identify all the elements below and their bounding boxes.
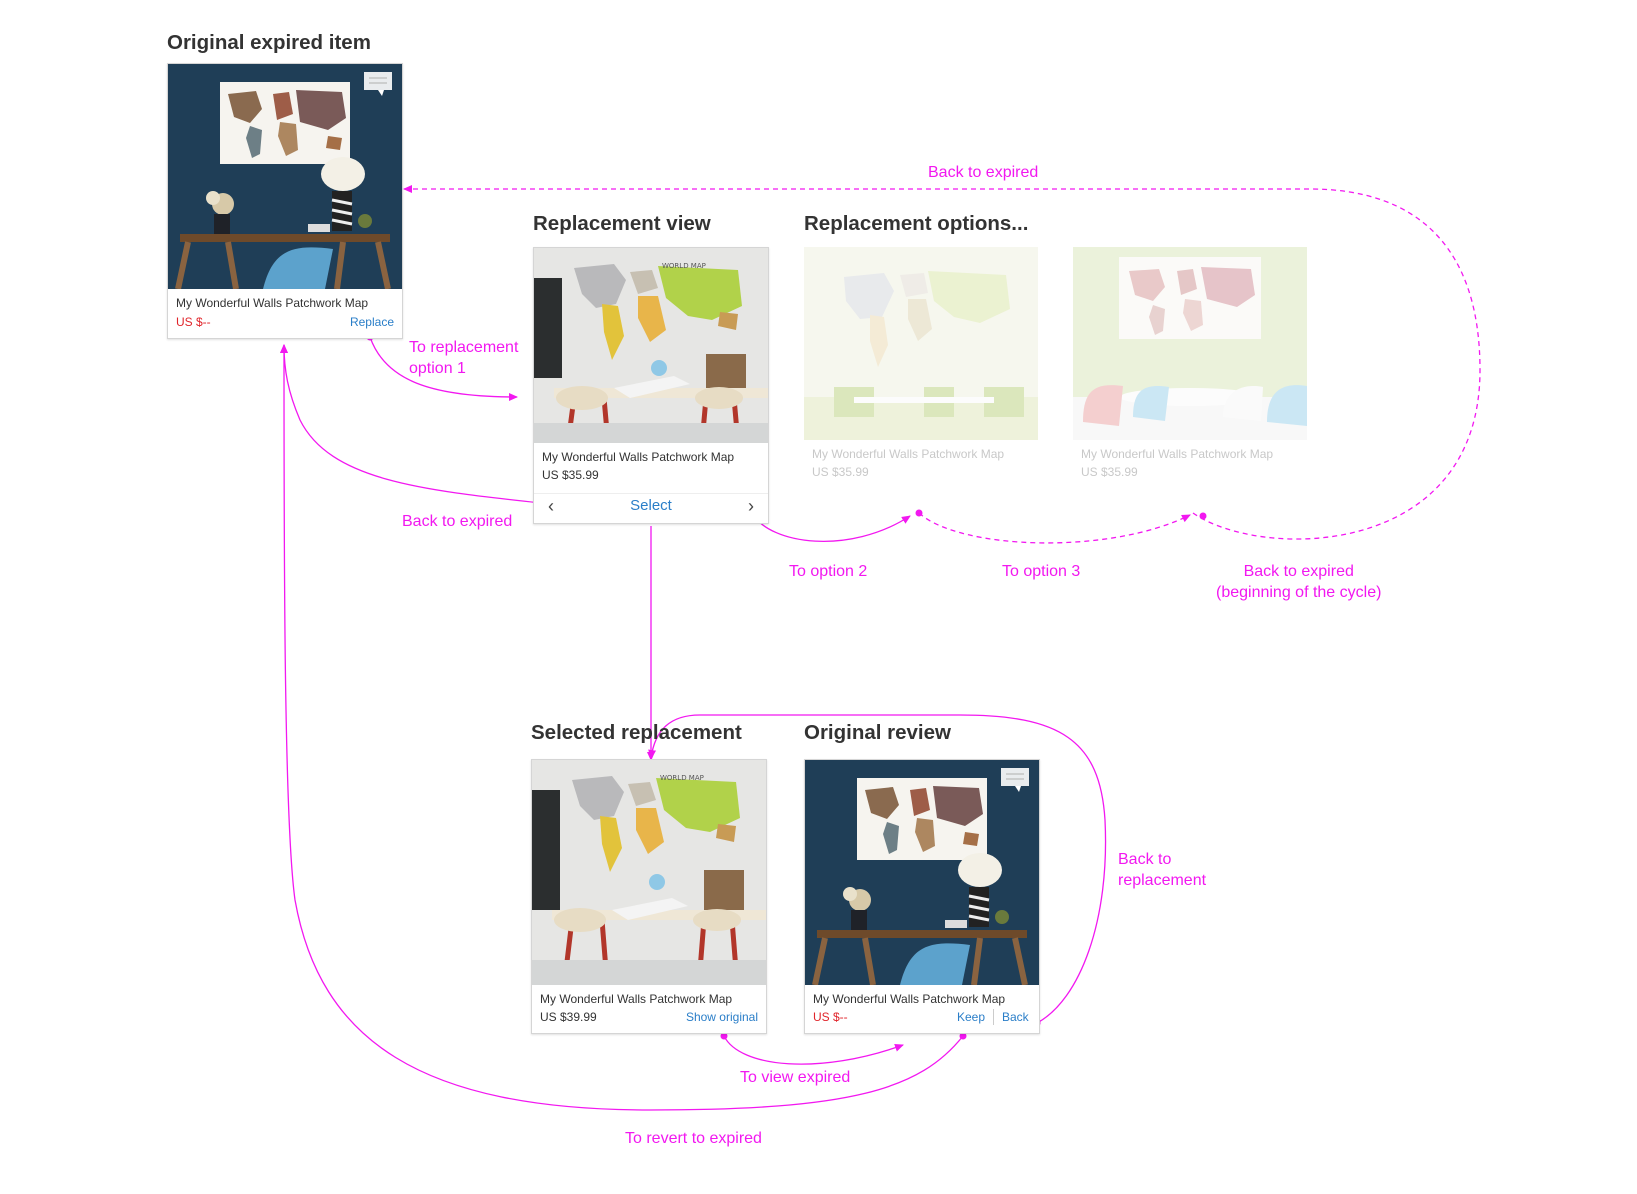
carousel-nav: ‹ Select ›	[534, 493, 768, 520]
item-title: My Wonderful Walls Patchwork Map	[1081, 447, 1274, 461]
annotation-to-revert-to-expired: To revert to expired	[625, 1130, 762, 1147]
item-price: US $--	[813, 1010, 848, 1024]
replacement-option-3-card[interactable]: My Wonderful Walls Patchwork Map US $35.…	[1073, 247, 1307, 487]
replacement-option-2-card[interactable]: My Wonderful Walls Patchwork Map US $35.…	[804, 247, 1038, 487]
annotation-back-to-expired-left: Back to expired	[402, 513, 513, 530]
chevron-right-icon[interactable]: ›	[748, 496, 754, 516]
annotation-line: Back to	[1118, 851, 1172, 868]
kids-world-map-classroom-photo[interactable]: WORLD MAP	[534, 248, 768, 443]
svg-text:WORLD MAP: WORLD MAP	[662, 262, 706, 270]
chevron-left-icon[interactable]: ‹	[548, 496, 554, 516]
replacement-view-card: WORLD MAP My Wonderful Walls Patchwork M…	[533, 247, 769, 524]
annotation-back-to-replacement: Back to replacement	[1118, 849, 1206, 891]
item-title: My Wonderful Walls Patchwork Map	[540, 992, 733, 1006]
annotation-line: Back to expired	[1243, 563, 1354, 580]
patchwork-map-dining-room-photo	[1073, 247, 1307, 440]
annotation-back-to-expired-top: Back to expired	[928, 164, 1039, 181]
world-map-dark-room-photo[interactable]	[168, 64, 402, 289]
annotation-to-replacement-option: To replacement option 1	[409, 337, 518, 379]
arrow-to-option-2	[751, 512, 911, 542]
pastel-world-map-photo	[804, 247, 1038, 440]
arrow-back-to-expired-cycle	[403, 185, 1481, 540]
item-title: My Wonderful Walls Patchwork Map	[542, 450, 735, 464]
selected-replacement-card: WORLD MAP My Wonderful Walls Patchwork M…	[531, 759, 767, 1034]
heading-original-expired: Original expired item	[167, 31, 371, 54]
annotation-to-option-3: To option 3	[1002, 563, 1081, 580]
item-price: US $--	[176, 315, 211, 329]
annotation-line: option 1	[409, 360, 466, 377]
comment-icon	[364, 72, 392, 90]
heading-original-review: Original review	[804, 721, 951, 744]
arrow-to-view-expired	[723, 1035, 904, 1065]
original-expired-card: My Wonderful Walls Patchwork Map US $-- …	[167, 63, 403, 339]
annotation-line: (beginning of the cycle)	[1216, 584, 1382, 601]
arrow-back-to-replacement	[648, 714, 1107, 1024]
item-title: My Wonderful Walls Patchwork Map	[812, 447, 1005, 461]
arrow-back-to-expired-left	[280, 344, 542, 504]
annotation-line: replacement	[1118, 872, 1207, 889]
heading-replacement-view: Replacement view	[533, 212, 711, 235]
select-button[interactable]: Select	[630, 497, 672, 514]
heading-replacement-options: Replacement options...	[804, 212, 1029, 235]
annotation-back-to-expired-cycle: Back to expired (beginning of the cycle)	[1216, 561, 1381, 603]
keep-button[interactable]: Keep	[957, 1010, 986, 1024]
arrow-to-replacement	[369, 336, 518, 401]
item-price: US $35.99	[812, 465, 869, 479]
show-original-button[interactable]: Show original	[685, 1010, 758, 1024]
back-button[interactable]: Back	[1002, 1010, 1029, 1024]
replace-button[interactable]: Replace	[349, 315, 394, 329]
annotation-to-view-expired: To view expired	[740, 1069, 851, 1086]
annotation-line: To replacement	[409, 339, 519, 356]
item-title: My Wonderful Walls Patchwork Map	[813, 992, 1006, 1006]
kids-world-map-classroom-photo[interactable]: WORLD MAP	[532, 760, 766, 985]
annotation-to-option-2: To option 2	[789, 563, 868, 580]
world-map-dark-room-photo[interactable]	[805, 760, 1039, 985]
item-title: My Wonderful Walls Patchwork Map	[176, 296, 369, 310]
item-price: US $39.99	[540, 1010, 597, 1024]
heading-selected-replacement: Selected replacement	[531, 721, 742, 744]
original-review-card: My Wonderful Walls Patchwork Map US $-- …	[804, 759, 1040, 1034]
arrow-to-revert-expired	[280, 344, 964, 1111]
item-price: US $35.99	[1081, 465, 1138, 479]
svg-text:WORLD MAP: WORLD MAP	[660, 774, 704, 782]
action-divider	[993, 1009, 994, 1025]
arrow-to-option-3	[918, 512, 1191, 544]
item-price: US $35.99	[542, 468, 599, 482]
comment-icon	[1001, 768, 1029, 786]
